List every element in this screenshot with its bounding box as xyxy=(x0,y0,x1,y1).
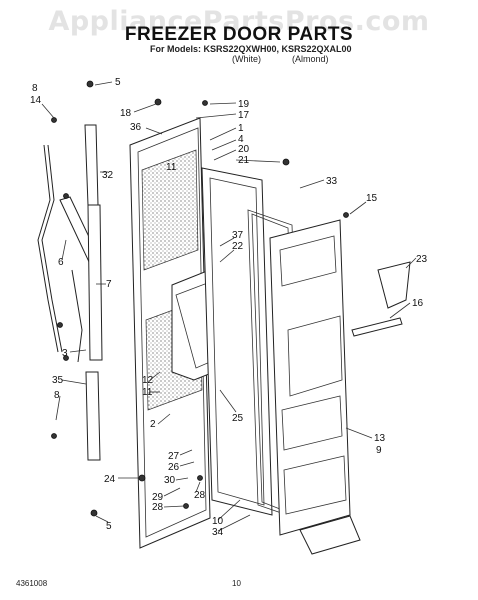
label-29: 29 xyxy=(152,492,164,503)
label-15: 15 xyxy=(366,193,378,204)
models-line: For Models: KSRS22QXWH00, KSRS22QXAL00 xyxy=(150,44,352,54)
label-21: 21 xyxy=(238,155,250,166)
label-28-left: 28 xyxy=(152,502,164,513)
footer-page-number: 10 xyxy=(232,579,241,588)
trim-strip xyxy=(351,317,403,337)
label-27: 27 xyxy=(168,451,180,462)
part-labels: 8 14 5 18 19 17 36 1 4 20 21 11 32 33 15… xyxy=(30,77,428,538)
label-7: 7 xyxy=(106,279,112,290)
label-6: 6 xyxy=(58,257,64,268)
label-36: 36 xyxy=(130,122,142,133)
label-8-lower: 8 xyxy=(54,390,60,401)
label-4: 4 xyxy=(238,134,244,145)
label-5-upper: 5 xyxy=(115,77,121,88)
ice-chute xyxy=(377,261,411,309)
label-10-lower: 10 xyxy=(212,516,224,527)
label-24: 24 xyxy=(104,474,116,485)
hinge-rod-left xyxy=(37,144,63,353)
label-32: 32 xyxy=(102,170,114,181)
label-11-upper: 11 xyxy=(166,162,177,173)
label-18: 18 xyxy=(120,108,132,119)
footer-part-code: 4361008 xyxy=(16,579,48,588)
label-1: 1 xyxy=(238,123,244,134)
hinge-bracket-lower xyxy=(85,371,101,461)
label-26: 26 xyxy=(168,462,180,473)
label-11-lower: 11 xyxy=(142,387,153,398)
variant-white: (White) xyxy=(232,54,261,64)
label-37: 37 xyxy=(232,230,244,241)
label-13: 13 xyxy=(374,433,386,444)
label-25: 25 xyxy=(232,413,244,424)
watermark-text: AppliancePartsPros.com xyxy=(48,6,430,37)
label-35: 35 xyxy=(52,375,64,386)
label-19: 19 xyxy=(238,99,250,110)
label-2: 2 xyxy=(150,419,156,430)
variant-almond: (Almond) xyxy=(292,54,329,64)
diagram-title: FREEZER DOOR PARTS xyxy=(124,24,354,45)
label-20: 20 xyxy=(238,144,250,155)
label-17: 17 xyxy=(238,110,250,121)
label-30: 30 xyxy=(164,475,176,486)
label-22: 22 xyxy=(232,241,244,252)
label-23: 23 xyxy=(416,254,428,265)
drip-tray xyxy=(299,515,361,555)
door-shelf-liner xyxy=(269,219,351,536)
hardware-screws xyxy=(51,80,349,517)
leader-lines xyxy=(41,81,417,532)
hinge-bracket-middle xyxy=(71,204,103,363)
label-3: 3 xyxy=(62,348,68,359)
label-5-lower: 5 xyxy=(106,521,112,532)
label-9: 9 xyxy=(376,445,382,456)
label-8-upper: 8 xyxy=(32,83,38,94)
label-33: 33 xyxy=(326,176,338,187)
label-28-right: 28 xyxy=(194,490,206,501)
door-liner xyxy=(201,167,273,516)
label-14: 14 xyxy=(30,95,42,106)
label-34: 34 xyxy=(212,527,224,538)
label-16: 16 xyxy=(412,298,424,309)
label-12: 12 xyxy=(142,375,154,386)
